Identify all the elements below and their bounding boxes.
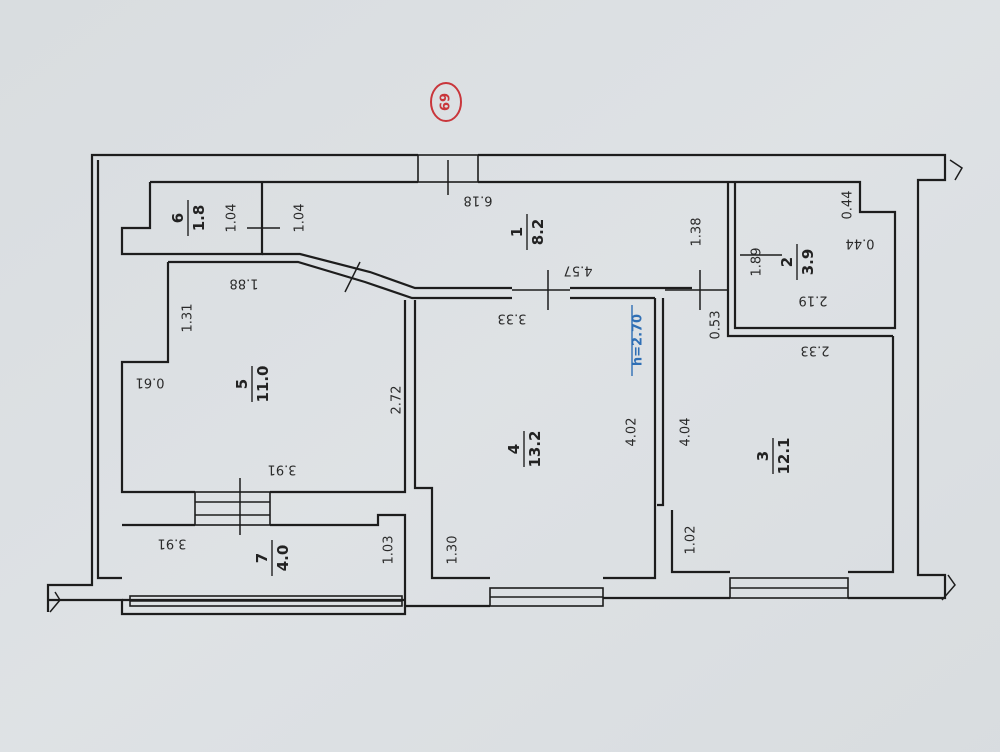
dimension-label: 6.18	[464, 193, 493, 208]
dimension-label: 3.33	[498, 311, 527, 326]
dimension-label: 4.02	[625, 418, 640, 447]
dimension-label: 1.04	[225, 204, 240, 233]
room-number: 3	[754, 451, 772, 461]
room-number: 4	[505, 444, 523, 454]
dimension-label: 3.91	[268, 462, 297, 477]
dimension-label: 4.57	[564, 263, 593, 278]
corridor-wall-inner	[262, 252, 692, 290]
dimension-label: 2.19	[799, 293, 828, 308]
marker-ring	[430, 82, 462, 122]
room-6-walls	[120, 182, 264, 256]
outer-wall-inner	[96, 160, 122, 580]
outer-wall	[46, 153, 947, 616]
dimension-label: 0.53	[709, 311, 724, 340]
room-area: 8.2	[529, 219, 547, 246]
room-number: 7	[253, 553, 271, 563]
corridor-wall	[168, 260, 655, 300]
room-number: 2	[778, 257, 796, 267]
room-number: 1	[508, 227, 526, 237]
dimension-label: 4.04	[679, 418, 694, 447]
dimension-label: 1.31	[181, 304, 196, 333]
dimension-label: 0.44	[841, 191, 856, 220]
dimension-label: 1.88	[230, 276, 259, 291]
door-marks	[239, 160, 782, 535]
room-7-walls	[122, 513, 407, 606]
room-number: 6	[169, 213, 187, 223]
room-2-outer	[726, 182, 893, 338]
break-marks	[49, 159, 964, 613]
room-area: 11.0	[254, 365, 272, 402]
ceiling-height-note: h=2.70	[631, 314, 646, 366]
dimension-label: 1.38	[690, 218, 705, 247]
room-5-walls	[120, 262, 407, 494]
room-area: 1.8	[190, 205, 208, 232]
dimension-label: 3.91	[158, 536, 187, 551]
room-3-walls	[670, 336, 895, 574]
window-balcony	[194, 491, 271, 526]
dimension-label: 1.04	[293, 204, 308, 233]
dimension-label: 0.44	[846, 236, 875, 251]
dimension-label: 1.89	[750, 248, 765, 277]
location-marker: 69	[430, 82, 462, 122]
room-4-walls	[413, 298, 657, 580]
room-area: 13.2	[526, 430, 544, 467]
dimension-label: 2.33	[801, 343, 830, 358]
room-area: 4.0	[274, 545, 292, 572]
room-2-walls	[733, 180, 897, 330]
dimension-label: 1.30	[446, 536, 461, 565]
marker-label: 69	[439, 93, 454, 111]
room-4-right-wall	[657, 298, 665, 507]
room-area: 12.1	[775, 437, 793, 474]
dimension-label: 1.02	[684, 526, 699, 555]
dimension-label: 0.61	[136, 375, 165, 390]
room-number: 5	[233, 379, 251, 389]
dimension-label: 1.03	[382, 536, 397, 565]
walls	[46, 153, 947, 616]
dimension-label: 2.72	[390, 386, 405, 415]
room-area: 3.9	[799, 249, 817, 276]
